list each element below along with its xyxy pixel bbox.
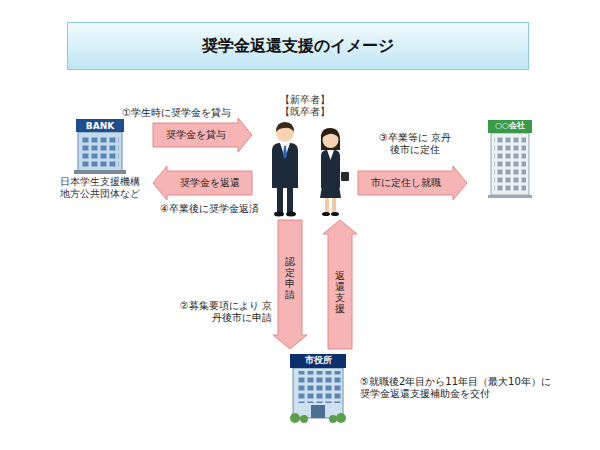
person-node: 【新卒者】 【既卒者】 (255, 92, 355, 217)
building-door (311, 405, 325, 418)
block-arrow (323, 220, 357, 349)
sign-text: BANK (76, 121, 124, 132)
building-base (488, 195, 532, 198)
arrow-label-box: 奨学金を貸与 (164, 129, 228, 141)
person-label: 【新卒者】 【既卒者】 (277, 94, 333, 118)
man-figure (272, 122, 298, 217)
bush (300, 415, 308, 423)
step-note: ③卒業等に 京丹後市に定住 (375, 132, 455, 156)
arrow-label: 市に定住し就職 (369, 177, 443, 189)
building-body (293, 368, 343, 418)
suit (272, 143, 298, 188)
arrow-label-box: 認定申請 (285, 255, 295, 301)
arrow-label-box: 返還支援 (335, 269, 345, 315)
company-sign (488, 120, 532, 133)
bag (341, 172, 349, 181)
bank-building (74, 119, 126, 174)
building-base (74, 170, 126, 174)
note-box: ③卒業等に 京丹後市に定住 (375, 132, 455, 156)
bush (336, 413, 346, 423)
arrow-label: 奨学金を返還 (178, 177, 242, 189)
building-windows (81, 135, 119, 167)
leg (287, 184, 293, 213)
block-arrow (358, 166, 467, 200)
city-hall-sign (290, 354, 346, 368)
building-windows (494, 137, 526, 191)
sign-text: 市役所 (290, 355, 346, 366)
step-note: ②募集要項により 京丹後市に申請 (175, 300, 272, 324)
block-arrow (153, 118, 252, 152)
note-box: ④卒業後に奨学金返済 (160, 203, 265, 215)
company-node: ○○会社 (470, 118, 550, 200)
building-windows (296, 371, 341, 403)
shoe (331, 212, 339, 216)
step-note: ①学生時に奨学金を貸与 (122, 107, 242, 119)
company-building (488, 120, 532, 198)
leg (277, 184, 283, 213)
arrow-label: 返還支援 (335, 269, 345, 315)
bush (329, 415, 337, 423)
shoe (322, 212, 330, 216)
leg (332, 196, 336, 213)
bank-node: BANK 日本学生支援機構 地方公共団体など (50, 118, 150, 218)
arrow-label: 認定申請 (285, 255, 295, 301)
building-body (491, 133, 529, 195)
blouse (327, 150, 334, 160)
woman-figure (320, 128, 349, 216)
suit (321, 150, 340, 188)
node-caption: 日本学生支援機構 地方公共団体など (54, 176, 146, 200)
step-note: ⑤就職後2年目から11年目（最大10年）に 奨学金返還支援補助金を交付 (360, 376, 554, 400)
step-note: ④卒業後に奨学金返済 (160, 203, 265, 215)
title-text: 奨学金返還支援のイメージ (202, 36, 394, 57)
shirt (280, 143, 290, 158)
note-box: ②募集要項により 京丹後市に申請 (175, 300, 272, 324)
shoe (286, 212, 296, 217)
title-banner: 奨学金返還支援のイメージ (67, 22, 529, 70)
arrow-label: 奨学金を貸与 (164, 129, 228, 141)
note-box: ⑤就職後2年目から11年目（最大10年）に 奨学金返還支援補助金を交付 (360, 376, 554, 400)
bush (290, 413, 300, 423)
city-hall-building (290, 354, 346, 423)
building-body (78, 132, 122, 172)
arrow-label-box: 奨学金を返還 (178, 177, 242, 189)
city-hall-node: 市役所 (283, 352, 353, 424)
bank-sign (76, 119, 124, 132)
sign-text: ○○会社 (488, 121, 532, 131)
block-arrow (153, 166, 252, 200)
block-arrow (273, 220, 307, 349)
hair (321, 128, 340, 150)
arrow-label-box: 市に定住し就職 (369, 177, 443, 189)
leg (325, 196, 329, 213)
tie (283, 146, 287, 159)
shoe (274, 212, 284, 217)
note-box: ①学生時に奨学金を貸与 (122, 107, 242, 119)
fringe (322, 130, 339, 138)
hair (276, 122, 294, 132)
